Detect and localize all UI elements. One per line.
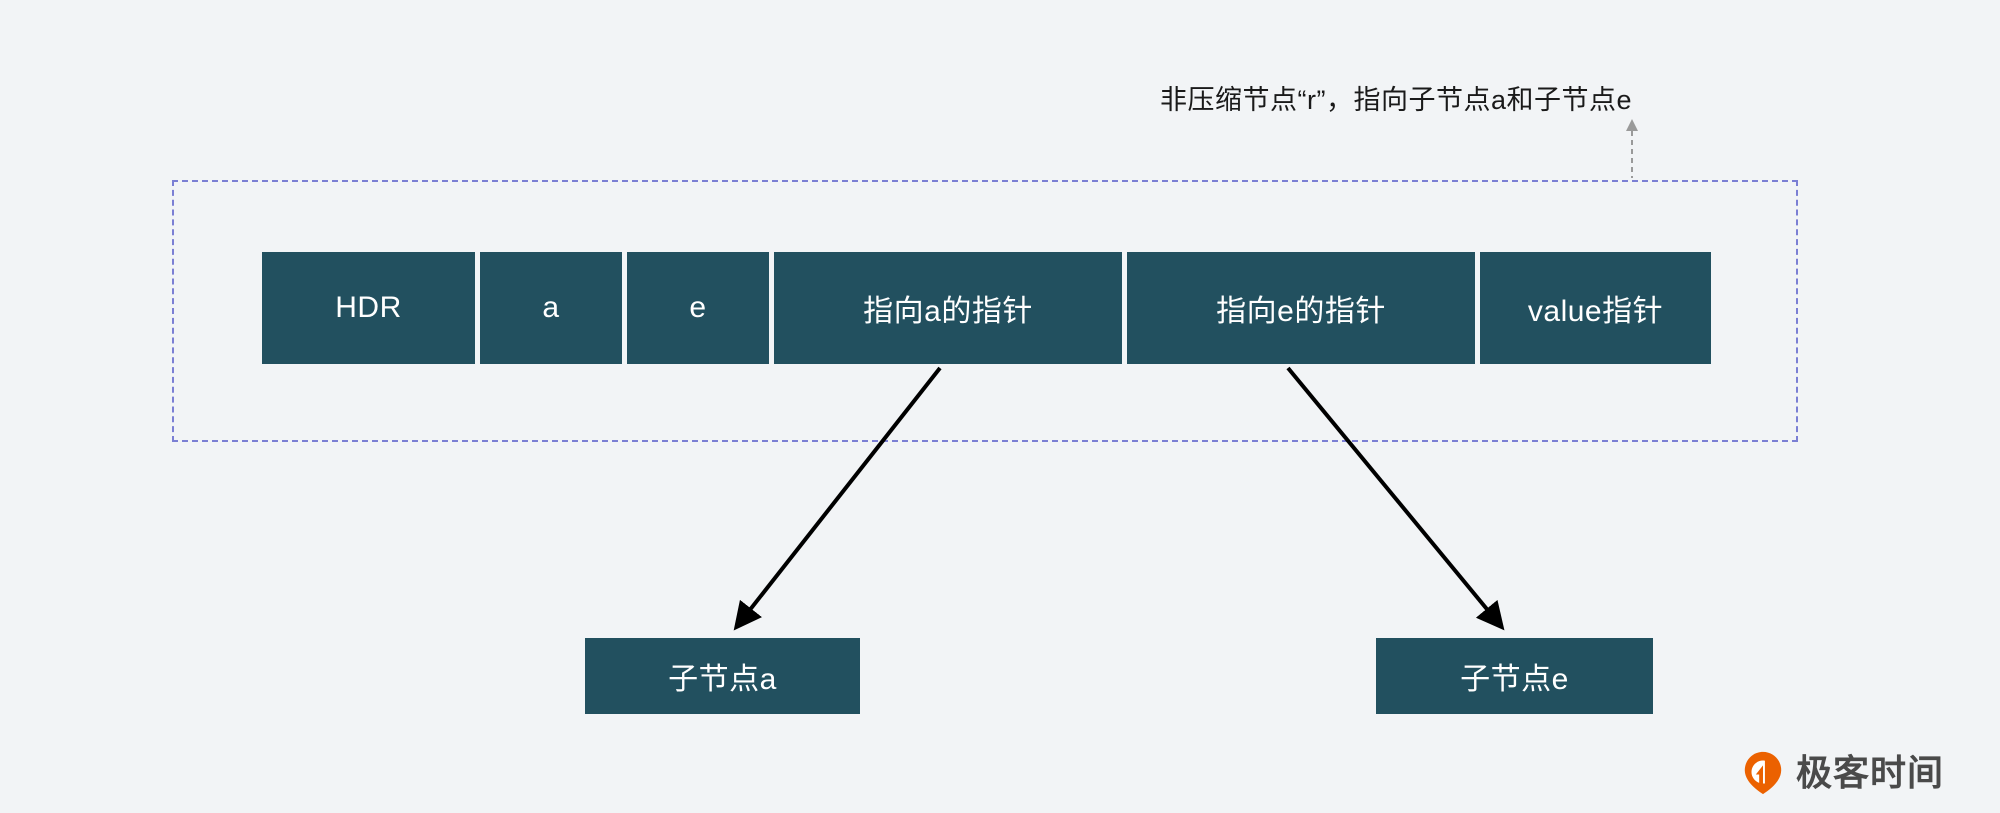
child-node-e: 子节点e bbox=[1376, 638, 1653, 714]
watermark-text: 极客时间 bbox=[1796, 752, 1945, 793]
record-cell-char-a: a bbox=[480, 252, 622, 364]
record-cell-pointer-e: 指向e的指针 bbox=[1127, 252, 1475, 364]
child-node-a: 子节点a bbox=[585, 638, 860, 714]
uncompressed-node-boundary bbox=[172, 180, 1798, 442]
location-pin-icon bbox=[1744, 751, 1782, 795]
watermark: 极客时间 bbox=[1740, 750, 1944, 796]
record-cell-value-pointer: value指针 bbox=[1480, 252, 1711, 364]
node-record-row: HDR a e 指向a的指针 指向e的指针 value指针 bbox=[262, 252, 1711, 364]
record-cell-hdr: HDR bbox=[262, 252, 475, 364]
record-cell-pointer-a: 指向a的指针 bbox=[774, 252, 1122, 364]
annotation-label: 非压缩节点“r”，指向子节点a和子节点e bbox=[1160, 85, 1633, 115]
record-cell-char-e: e bbox=[627, 252, 769, 364]
